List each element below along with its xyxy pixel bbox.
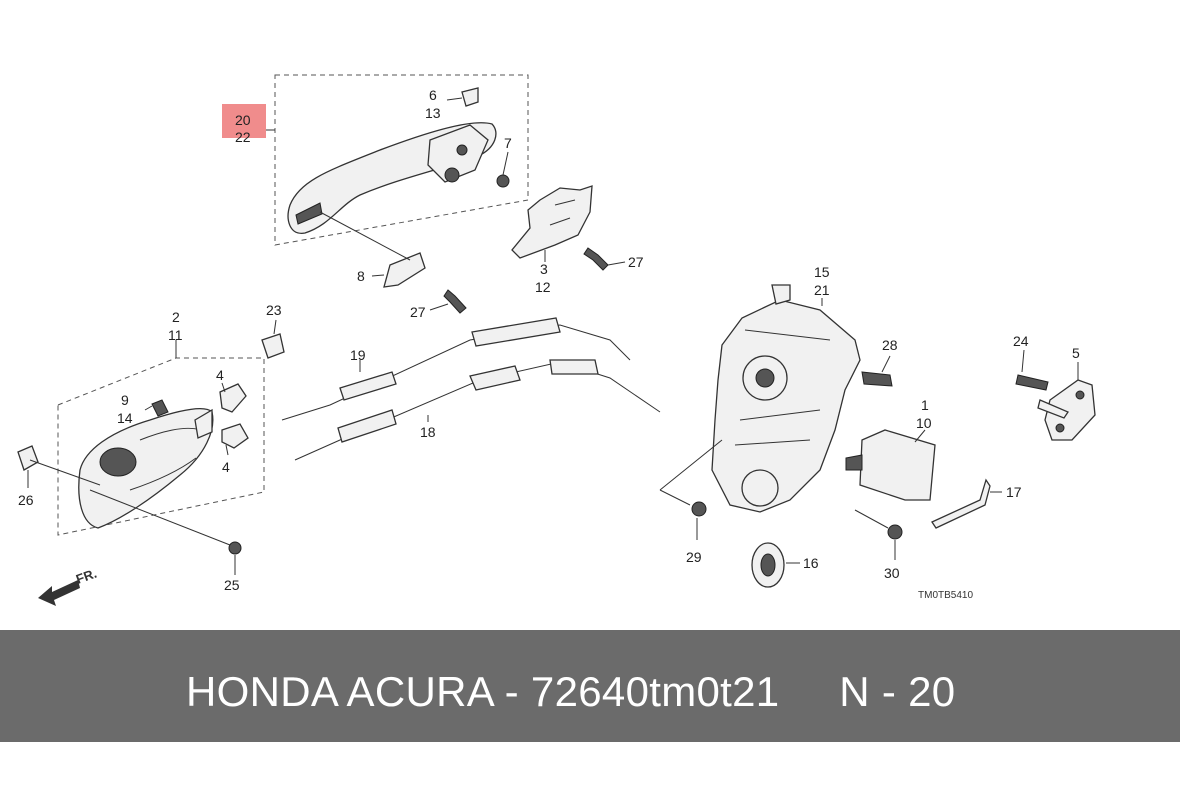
callout-9: 9 (121, 392, 129, 408)
bolt-27-lower (443, 289, 467, 314)
callout-8: 8 (357, 268, 365, 284)
callout-23: 23 (266, 302, 282, 318)
callout-17: 17 (1006, 484, 1022, 500)
callout-22: 22 (235, 129, 251, 145)
title-banner-text: HONDA ACURA - 72640tm0t21 N - 20 (186, 668, 956, 715)
cables-group (281, 317, 661, 461)
actuator-cover (859, 429, 936, 501)
screw-part-30 (887, 524, 903, 540)
inner-door-handle (78, 408, 214, 529)
parts-diagram: 20 22 6 13 7 3 12 27 27 8 2 11 23 19 18 … (17, 74, 1096, 606)
callout-6: 6 (429, 87, 437, 103)
handle-base-part (383, 252, 426, 288)
callout-2: 2 (172, 309, 180, 325)
callout-24: 24 (1013, 333, 1029, 349)
cable-clip-lower (221, 423, 249, 449)
rod-part-17 (931, 478, 991, 529)
callout-5: 5 (1072, 345, 1080, 361)
callout-10: 10 (916, 415, 932, 431)
bolt-part-24 (1015, 374, 1049, 391)
diagram-code: TM0TB5410 (918, 590, 973, 601)
callout-28: 28 (882, 337, 898, 353)
callout-21: 21 (814, 282, 830, 298)
bottom-strip (0, 742, 1180, 786)
screw-part-9 (151, 399, 169, 417)
handle-bracket-part (511, 185, 593, 259)
callout-25: 25 (224, 577, 240, 593)
callout-26: 26 (18, 492, 34, 508)
front-arrow-label: FR. (74, 566, 99, 587)
callout-15: 15 (814, 264, 830, 280)
callout-16: 16 (803, 555, 819, 571)
callout-19: 19 (350, 347, 366, 363)
clip-part-23 (261, 333, 285, 359)
callout-12: 12 (535, 279, 551, 295)
screw-part-29 (691, 501, 707, 517)
handle-clip-part (461, 87, 479, 107)
nut-part-7 (496, 174, 510, 188)
highlight-marker (222, 104, 266, 138)
callout-30: 30 (884, 565, 900, 581)
inner-handle-group (17, 319, 285, 575)
bolt-part-28 (861, 371, 893, 387)
callout-7: 7 (504, 135, 512, 151)
callout-13: 13 (425, 105, 441, 121)
door-lock-actuator (659, 284, 1002, 588)
cable-18 (294, 361, 661, 461)
striker-group (1015, 349, 1096, 441)
front-arrow-icon: FR. (38, 566, 99, 606)
callout-27-lower: 27 (410, 304, 426, 320)
callout-4-lower: 4 (222, 459, 230, 475)
callout-11: 11 (168, 327, 183, 343)
callout-29: 29 (686, 549, 702, 565)
title-banner (0, 630, 1180, 742)
callout-20: 20 (235, 112, 251, 128)
callout-1: 1 (921, 397, 929, 413)
bolt-27-upper (583, 247, 609, 271)
screw-part-25 (228, 541, 242, 555)
clip-part-26 (17, 445, 39, 471)
callout-3: 3 (540, 261, 548, 277)
cable-clip-upper (219, 383, 247, 413)
callout-18: 18 (420, 424, 436, 440)
callout-14: 14 (117, 410, 133, 426)
callout-27-upper: 27 (628, 254, 644, 270)
callout-4-upper: 4 (216, 367, 224, 383)
outer-handle-group (266, 74, 626, 314)
